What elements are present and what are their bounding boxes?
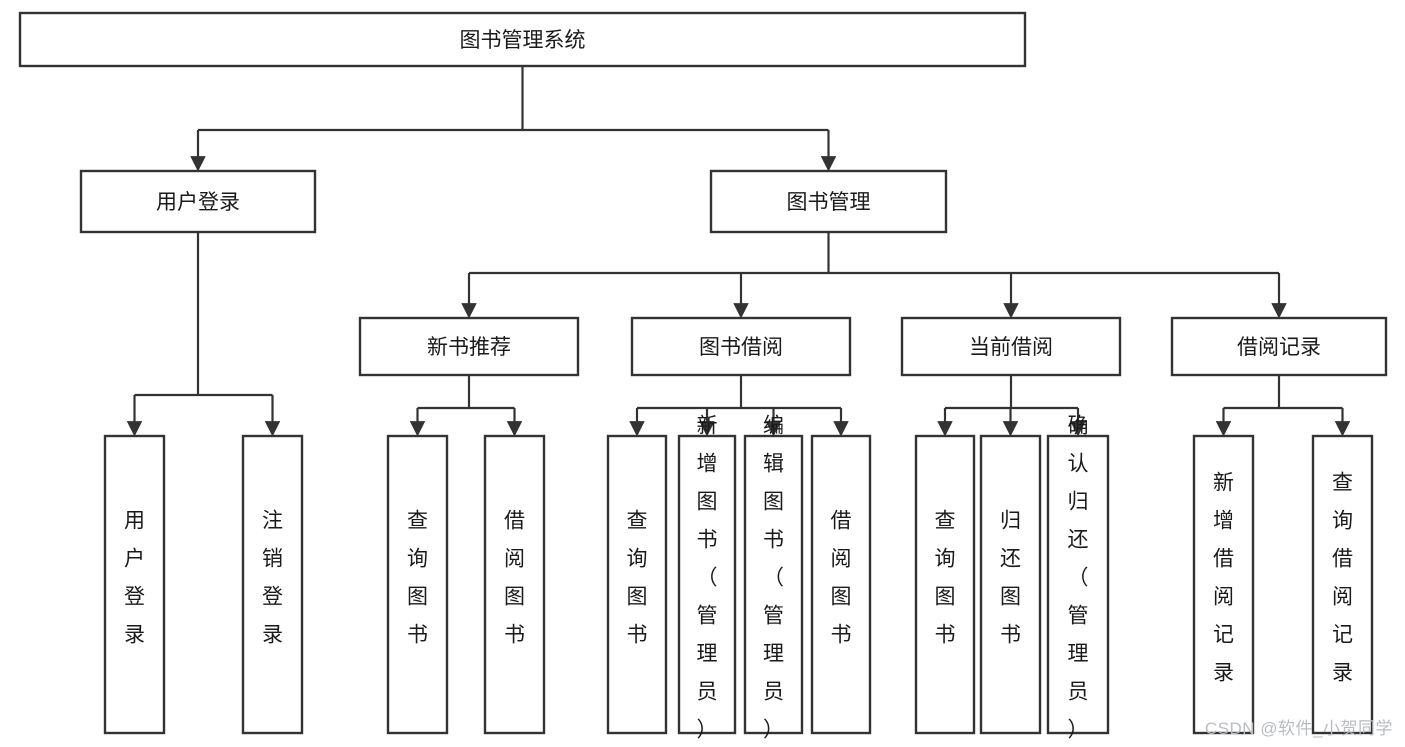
node-box[interactable] (1311, 434, 1374, 735)
node-leaf[interactable]: 用户登录 (103, 434, 166, 735)
node-root[interactable]: 图书管理系统 (18, 11, 1027, 68)
node-box[interactable] (677, 434, 737, 735)
node-label: 图书管理系统 (460, 29, 586, 52)
node-label: 注销登录 (262, 510, 283, 647)
node-label: 图书管理 (787, 191, 871, 214)
node-level3[interactable]: 当前借阅 (900, 316, 1122, 377)
node-box[interactable] (606, 434, 668, 735)
node-box[interactable] (103, 434, 166, 735)
node-label: 查询图书 (407, 510, 428, 647)
node-label: 图书借阅 (699, 336, 783, 359)
node-box[interactable] (630, 316, 852, 377)
node-label: 查询图书 (935, 510, 956, 647)
node-box[interactable] (709, 169, 948, 234)
node-level3[interactable]: 新书推荐 (358, 316, 580, 377)
node-level2[interactable]: 用户登录 (79, 169, 317, 234)
node-label: 新增借阅记录 (1213, 472, 1234, 685)
node-label: 用户登录 (156, 191, 240, 214)
node-label: 借阅图书 (504, 510, 525, 647)
node-leaf[interactable]: 查询借阅记录 (1311, 434, 1374, 735)
node-leaf[interactable]: 新增图书（管理员） (677, 415, 737, 742)
node-label: 用户登录 (124, 510, 145, 647)
node-box[interactable] (810, 434, 872, 735)
node-leaf[interactable]: 注销登录 (241, 434, 304, 735)
node-box[interactable] (1046, 434, 1110, 735)
node-label: 查询图书 (627, 510, 648, 647)
node-box[interactable] (743, 434, 804, 735)
node-label: 确认归还（管理员） (1068, 415, 1089, 742)
node-label: 借阅图书 (831, 510, 852, 647)
node-leaf[interactable]: 编辑图书（管理员） (743, 415, 804, 742)
node-leaf[interactable]: 新增借阅记录 (1192, 434, 1255, 735)
node-box[interactable] (18, 11, 1027, 68)
node-leaf[interactable]: 借阅图书 (810, 434, 872, 735)
node-box[interactable] (979, 434, 1042, 735)
node-label: 查询借阅记录 (1332, 472, 1353, 685)
edges-layer (126, 66, 1351, 437)
node-leaf[interactable]: 借阅图书 (483, 434, 546, 735)
node-box[interactable] (358, 316, 580, 377)
node-box[interactable] (1170, 316, 1388, 377)
node-label: 当前借阅 (969, 336, 1053, 359)
node-box[interactable] (1192, 434, 1255, 735)
node-level2[interactable]: 图书管理 (709, 169, 948, 234)
node-label: 借阅记录 (1237, 336, 1321, 359)
node-level3[interactable]: 借阅记录 (1170, 316, 1388, 377)
watermark-text: CSDN @软件_小贺同学 (1204, 719, 1393, 738)
node-label: 新增图书（管理员） (697, 415, 718, 742)
node-label: 编辑图书（管理员） (763, 415, 784, 742)
node-leaf[interactable]: 确认归还（管理员） (1046, 415, 1110, 742)
node-box[interactable] (241, 434, 304, 735)
node-box[interactable] (386, 434, 449, 735)
node-leaf[interactable]: 归还图书 (979, 434, 1042, 735)
node-box[interactable] (900, 316, 1122, 377)
node-box[interactable] (914, 434, 976, 735)
nodes-layer: 图书管理系统用户登录图书管理新书推荐图书借阅当前借阅借阅记录用户登录注销登录查询… (18, 11, 1388, 742)
node-label: 归还图书 (1000, 510, 1021, 647)
node-level3[interactable]: 图书借阅 (630, 316, 852, 377)
node-box[interactable] (79, 169, 317, 234)
node-leaf[interactable]: 查询图书 (606, 434, 668, 735)
node-leaf[interactable]: 查询图书 (386, 434, 449, 735)
node-leaf[interactable]: 查询图书 (914, 434, 976, 735)
node-box[interactable] (483, 434, 546, 735)
node-label: 新书推荐 (427, 336, 511, 359)
